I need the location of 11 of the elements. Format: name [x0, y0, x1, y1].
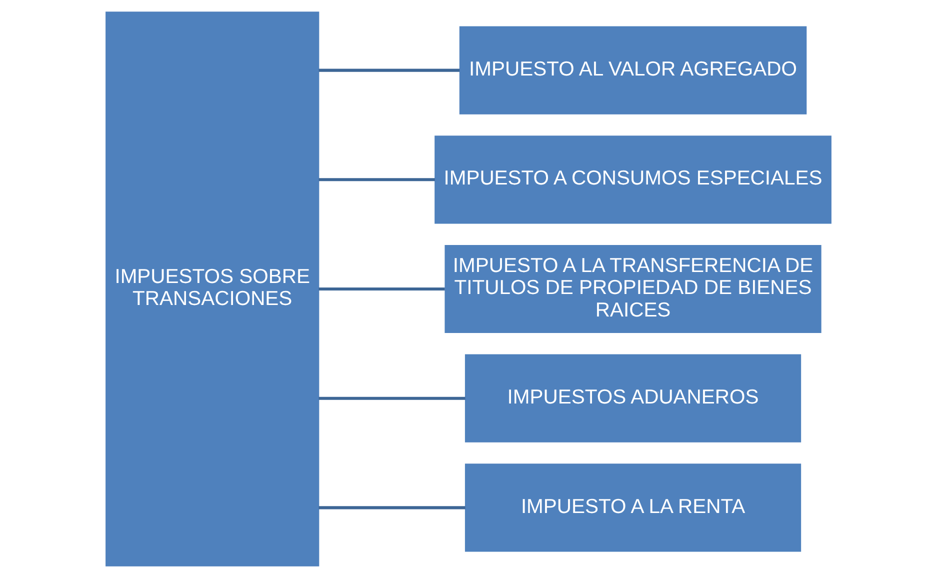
node-box: IMPUESTO AL VALOR AGREGADO	[458, 26, 806, 114]
node-box: IMPUESTO A CONSUMOS ESPECIALES	[434, 136, 831, 224]
connector	[318, 68, 460, 72]
node-box: IMPUESTOS ADUANEROS	[464, 354, 801, 442]
connector	[318, 178, 434, 182]
connector	[318, 396, 465, 400]
node-box: IMPUESTOS SOBRE TRANSACIONES	[105, 12, 319, 566]
node-box: IMPUESTO A LA RENTA	[464, 464, 801, 552]
connector	[318, 506, 465, 510]
connector	[318, 287, 444, 291]
node-box: IMPUESTO A LA TRANSFERENCIA DE TITULOS DE PROPIEDAD DE BIENES RAICES	[444, 244, 821, 334]
